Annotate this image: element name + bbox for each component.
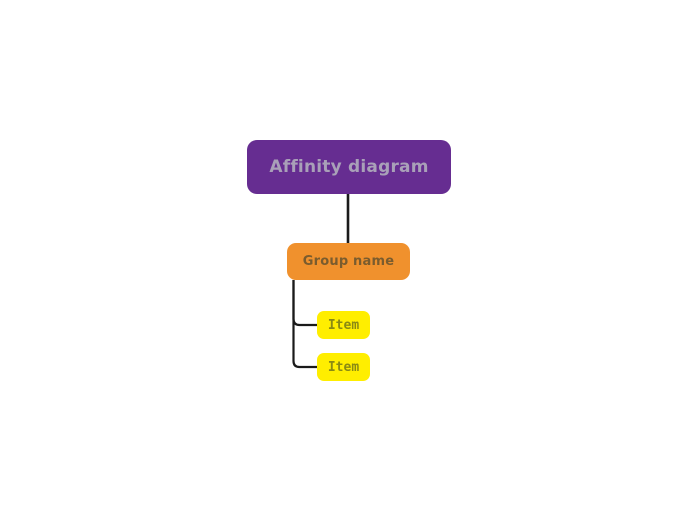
node-item-1-label: Item [327, 359, 360, 375]
connector-group-to-item-1 [292, 280, 317, 369]
node-root-label: Affinity diagram [269, 157, 429, 177]
node-root-affinity-diagram[interactable]: Affinity diagram [247, 140, 451, 194]
connector-group-to-item-0 [292, 280, 317, 327]
node-group-name[interactable]: Group name [287, 243, 410, 280]
node-group-label: Group name [302, 254, 395, 269]
node-item-1[interactable]: Item [317, 353, 370, 381]
node-item-0[interactable]: Item [317, 311, 370, 339]
node-item-0-label: Item [327, 317, 360, 333]
